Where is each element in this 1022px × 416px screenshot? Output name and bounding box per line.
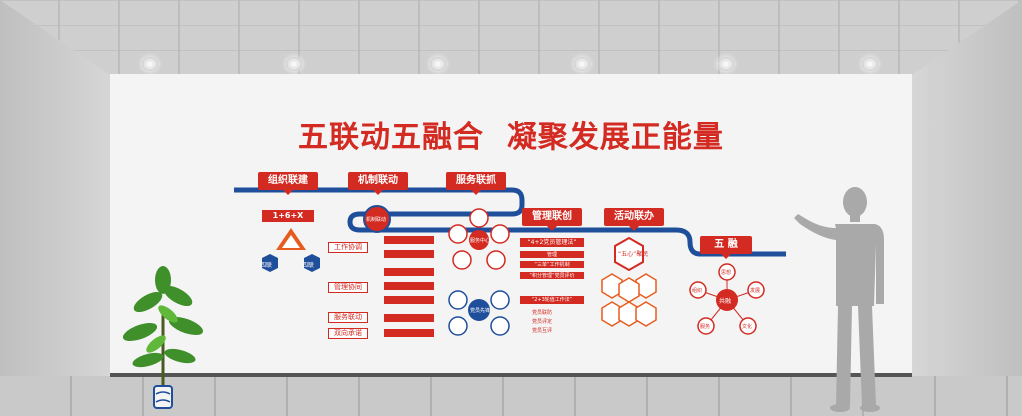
fusion-diagram (689, 263, 765, 335)
left-label: 双向承诺 (328, 328, 368, 339)
ceiling (0, 0, 1022, 75)
org-diagram (262, 228, 320, 272)
ceiling-lamp (862, 57, 878, 71)
potted-plant-icon (122, 266, 204, 409)
left-wall (0, 0, 110, 416)
mech-item (384, 282, 434, 290)
service-center-bottom: 党员先锋 (470, 308, 491, 314)
mech-item (384, 329, 434, 337)
mech-item (384, 250, 434, 258)
wall-title: 五联动五融合 凝聚发展正能量 (298, 120, 724, 155)
left-label: 管理协同 (328, 282, 368, 293)
tag-fusion: 五 融 (700, 236, 752, 259)
baseboard (110, 373, 912, 377)
ceiling-lamp (286, 57, 302, 71)
five-hearts-label: “五心”聚民 (618, 251, 649, 258)
fusion-center-label: 共融 (719, 298, 732, 305)
fusion-node: 发展 (750, 288, 761, 294)
ceiling-lamp (142, 57, 158, 71)
manage-item: “4+2党员管理法” (520, 238, 584, 247)
left-label: 服务联动 (328, 312, 368, 323)
manage-item: “2+3轮值工作法” (520, 296, 584, 304)
fusion-node: 组织 (692, 288, 703, 294)
ceiling-lamp (718, 57, 734, 71)
right-wall (912, 0, 1022, 416)
person-silhouette-icon (794, 187, 884, 412)
tag-mech: 机制联动 (348, 172, 408, 195)
display-wall (110, 74, 912, 376)
tag-org: 组织联建 (258, 172, 318, 195)
mech-item (384, 296, 434, 304)
service-center-top: 服务中心 (470, 238, 491, 244)
left-label: 工作协调 (328, 242, 368, 253)
fusion-node: 服务 (700, 324, 711, 330)
manage-item: 党员评定 (532, 319, 553, 325)
formula-box: 1+6+X (262, 210, 314, 222)
ceiling-lamp (574, 57, 590, 71)
ceiling-lamp (430, 57, 446, 71)
hex-label: 四联 (302, 262, 315, 269)
manage-item: 党员联防 (532, 310, 553, 316)
mech-center-circle (363, 205, 391, 233)
hex-label: 四联 (260, 262, 273, 269)
manage-item: “三单”工作机制 (520, 261, 584, 268)
mech-center-label: 机制联动 (366, 217, 387, 223)
fusion-node: 文化 (742, 324, 753, 330)
tag-service: 服务联抓 (446, 172, 506, 195)
mech-item (384, 268, 434, 276)
manage-item: “积分管理”党员评价 (520, 272, 584, 279)
fusion-node: 思想 (721, 270, 732, 276)
tag-activity: 活动联办 (604, 208, 664, 231)
service-clusters (448, 208, 510, 336)
activity-hexes (601, 236, 657, 327)
mech-item (384, 236, 434, 244)
tag-manage: 管理联创 (522, 208, 582, 231)
manage-item: 管理 (520, 251, 584, 258)
manage-item: 党员互评 (532, 328, 553, 334)
mech-item (384, 314, 434, 322)
